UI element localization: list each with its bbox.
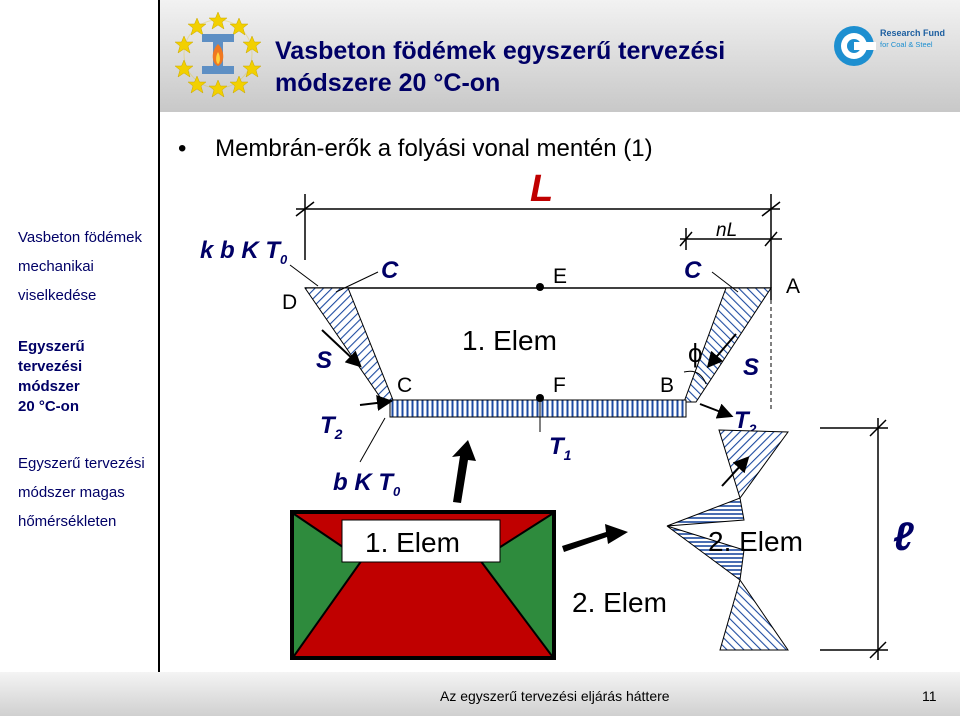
left-element: [304, 287, 394, 401]
sidebar-line: Vasbeton födémek: [18, 229, 142, 246]
label-C-left: C: [381, 257, 399, 284]
label-elem1-top: 1. Elem: [462, 325, 557, 356]
sidebar-line: módszer magas: [18, 484, 125, 501]
bottom-element: [389, 399, 687, 418]
label-C-mid: C: [397, 374, 412, 397]
label-bKT0-sub: 0: [393, 484, 401, 499]
footer-text: Az egyszerű tervezési eljárás háttere: [440, 688, 670, 704]
label-A: A: [786, 275, 800, 298]
logo-text-2: for Coal & Steel: [880, 40, 933, 49]
label-phi: ϕ: [688, 338, 703, 368]
page-number: 11: [922, 688, 937, 704]
label-elem2-bottom: 2. Elem: [572, 587, 667, 618]
label-nL: nL: [716, 220, 737, 241]
label-T2-right-text: T: [734, 407, 751, 434]
sidebar-line: tervezési: [18, 358, 83, 375]
element-2-shape: [666, 429, 789, 651]
eu-logo: [174, 11, 262, 98]
label-F: F: [553, 374, 566, 397]
label-kbKT0-text: k b K T: [200, 237, 282, 264]
sidebar-section-mechanics[interactable]: Vasbeton födémek mechanikai viselkedése: [18, 226, 156, 307]
header-bar: [160, 0, 960, 112]
arrow-T2-left: [359, 395, 393, 411]
label-T2-left-sub: 2: [334, 426, 343, 442]
sidebar-line: viselkedése: [18, 287, 97, 304]
sidebar-section-high-temp[interactable]: Egyszerű tervezési módszer magas hőmérsé…: [18, 452, 156, 533]
label-S-left: S: [316, 347, 332, 374]
bullet-text: Membrán-erők a folyási vonal mentén (1): [215, 135, 653, 162]
sidebar-line: hőmérsékleten: [18, 513, 117, 530]
label-elem2-right: 2. Elem: [708, 526, 803, 557]
label-kbKT0: k b K T0: [200, 237, 288, 267]
sidebar-line: 20 °C-on: [18, 398, 80, 415]
label-B: B: [660, 374, 674, 397]
label-T1: T1: [549, 433, 572, 463]
page-title: Vasbeton födémek egyszerű tervezési móds…: [275, 35, 725, 99]
pointer-bKT0: [359, 417, 386, 463]
sidebar-line: Egyszerű tervezési: [18, 455, 145, 472]
bullet-heading: • Membrán-erők a folyási vonal mentén (1…: [178, 135, 653, 163]
pointer-C-right: [711, 271, 739, 293]
research-fund-logo: Research Fund for Coal & Steel: [834, 26, 945, 66]
up-arrow: [452, 440, 476, 503]
label-T2-left-text: T: [320, 412, 337, 439]
slab-panel: [290, 510, 556, 660]
membrane-force-diagram: L nL k b K T0 C D E C A S 1. Elem C F B …: [200, 168, 914, 660]
logo-text-1: Research Fund: [880, 28, 945, 38]
label-T1-text: T: [549, 433, 566, 460]
label-bKT0-text: b K T: [333, 469, 395, 496]
sidebar-line: Egyszerű: [18, 338, 85, 355]
label-kbKT0-sub: 0: [280, 252, 288, 267]
angle-arc: [683, 370, 707, 385]
label-ell: ℓ: [893, 515, 914, 559]
label-bKT0: b K T0: [333, 469, 401, 499]
dimension-nL: [679, 228, 782, 250]
right-arrow: [562, 524, 628, 552]
arrow-T2-right: [699, 403, 734, 419]
arrow-S-left: [321, 329, 362, 368]
label-E: E: [553, 265, 567, 288]
arrow-S-right: [706, 333, 737, 369]
label-T2-right: T2: [734, 407, 757, 437]
pointer-kbKT0: [289, 264, 319, 287]
sidebar-line: módszer: [18, 378, 80, 395]
point-F: [536, 394, 544, 402]
label-elem1-panel: 1. Elem: [365, 527, 460, 558]
label-D: D: [282, 291, 297, 314]
sidebar-line: mechanikai: [18, 258, 94, 275]
dimension-L: [295, 194, 781, 300]
footer-bar: [0, 672, 960, 716]
bullet-dot: •: [178, 135, 187, 162]
dimension-ell: [820, 418, 888, 660]
point-E: [536, 283, 544, 291]
label-S-right: S: [743, 354, 759, 381]
pointer-C-left: [335, 271, 379, 293]
label-T2-right-sub: 2: [748, 421, 757, 437]
title-line-2: módszere 20 °C-on: [275, 69, 501, 97]
sidebar-section-simple-method[interactable]: Egyszerű tervezési módszer 20 °C-on: [18, 337, 156, 417]
label-T1-sub: 1: [564, 447, 572, 463]
sidebar-divider: [158, 0, 160, 672]
label-T2-left: T2: [320, 412, 343, 442]
label-L: L: [530, 168, 553, 210]
label-C-right: C: [684, 257, 702, 284]
arrow-elem2: [721, 456, 750, 487]
title-line-1: Vasbeton födémek egyszerű tervezési: [275, 37, 726, 65]
